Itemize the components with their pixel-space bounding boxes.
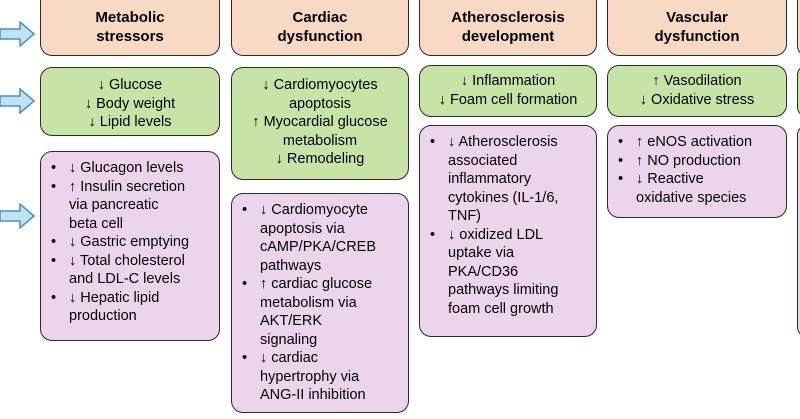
header-atherosclerosis-development: Atherosclerosis development — [419, 0, 597, 56]
effect-line: metabolism — [282, 132, 358, 149]
effect-line: ↑ Myocardial glucose — [252, 114, 388, 130]
effect-line: ↓ Remodeling — [275, 151, 365, 167]
mechanisms-vascular-dysfunction: ↑ eNOS activation ↑ NO production ↓ Reac… — [607, 125, 787, 218]
row-arrow-effects — [0, 88, 36, 114]
mechanism-item: ↑ NO production — [614, 152, 782, 171]
row-arrow-header — [0, 21, 36, 47]
header-cardiac-dysfunction: Cardiac dysfunction — [231, 0, 409, 56]
header-vascular-dysfunction: Vascular dysfunction — [607, 0, 787, 56]
effect-line: ↓ Oxidative stress — [639, 91, 755, 108]
effects-cardiac-dysfunction: ↓ Cardiomyocytes apoptosis ↑ Myocardial … — [231, 67, 409, 180]
mechanism-item: ↑ eNOS activation — [614, 133, 782, 152]
effect-line: apoptosis — [288, 95, 352, 112]
mechanism-item: ↑ Insulin secretion via pancreatic beta … — [47, 178, 215, 234]
mechanism-item: ↓ Gastric emptying — [47, 233, 215, 252]
mechanism-item: ↓ Total cholesterol and LDL-C levels — [47, 252, 215, 289]
mechanism-item: ↓ cardiac hypertrophy via ANG-II inhibit… — [238, 349, 404, 405]
mechanism-item: ↓ Atherosclerosis associated inflammator… — [426, 133, 592, 226]
header-line: development — [461, 28, 555, 45]
header-line: stressors — [96, 28, 164, 45]
effect-line: ↓ Glucose — [97, 77, 163, 93]
header-line: Atherosclerosis — [451, 9, 565, 26]
header-line: Vascular — [666, 9, 728, 26]
effect-line: ↓ Foam cell formation — [438, 91, 578, 108]
effects-vascular-dysfunction: ↑ Vasodilation ↓ Oxidative stress — [607, 65, 787, 117]
mechanism-item: ↓ oxidized LDL uptake via PKA/CD36 pathw… — [426, 226, 592, 319]
header-metabolic-stressors: Metabolic stressors — [40, 0, 220, 56]
mechanism-item: ↓ Cardiomyocyte apoptosis via cAMP/PKA/C… — [238, 201, 404, 275]
header-line: dysfunction — [277, 28, 363, 45]
effects-metabolic-stressors: ↓ Glucose ↓ Body weight ↓ Lipid levels — [40, 67, 220, 136]
header-line: dysfunction — [654, 28, 740, 45]
row-arrow-mechanisms — [0, 203, 36, 229]
effect-line: ↓ Cardiomyocytes — [262, 77, 378, 93]
effects-atherosclerosis-development: ↓ Inflammation ↓ Foam cell formation — [419, 65, 597, 117]
mechanisms-atherosclerosis-development: ↓ Atherosclerosis associated inflammator… — [419, 125, 597, 337]
effect-line: ↑ Vasodilation — [652, 73, 742, 89]
mechanism-item: ↑ cardiac glucose metabolism via AKT/ERK… — [238, 275, 404, 349]
mechanism-item: ↓ Hepatic lipid production — [47, 289, 215, 326]
effect-line: ↓ Lipid levels — [88, 114, 172, 130]
effect-line: ↓ Body weight — [84, 95, 176, 112]
mechanisms-cardiac-dysfunction: ↓ Cardiomyocyte apoptosis via cAMP/PKA/C… — [231, 193, 409, 413]
mechanism-item: ↓ Reactive oxidative species — [614, 170, 782, 207]
header-line: Cardiac — [292, 9, 348, 26]
mechanism-item: ↓ Glucagon levels — [47, 159, 215, 178]
header-line: Metabolic — [95, 9, 165, 26]
effect-line: ↓ Inflammation — [460, 73, 556, 89]
mechanisms-metabolic-stressors: ↓ Glucagon levels ↑ Insulin secretion vi… — [40, 151, 220, 341]
